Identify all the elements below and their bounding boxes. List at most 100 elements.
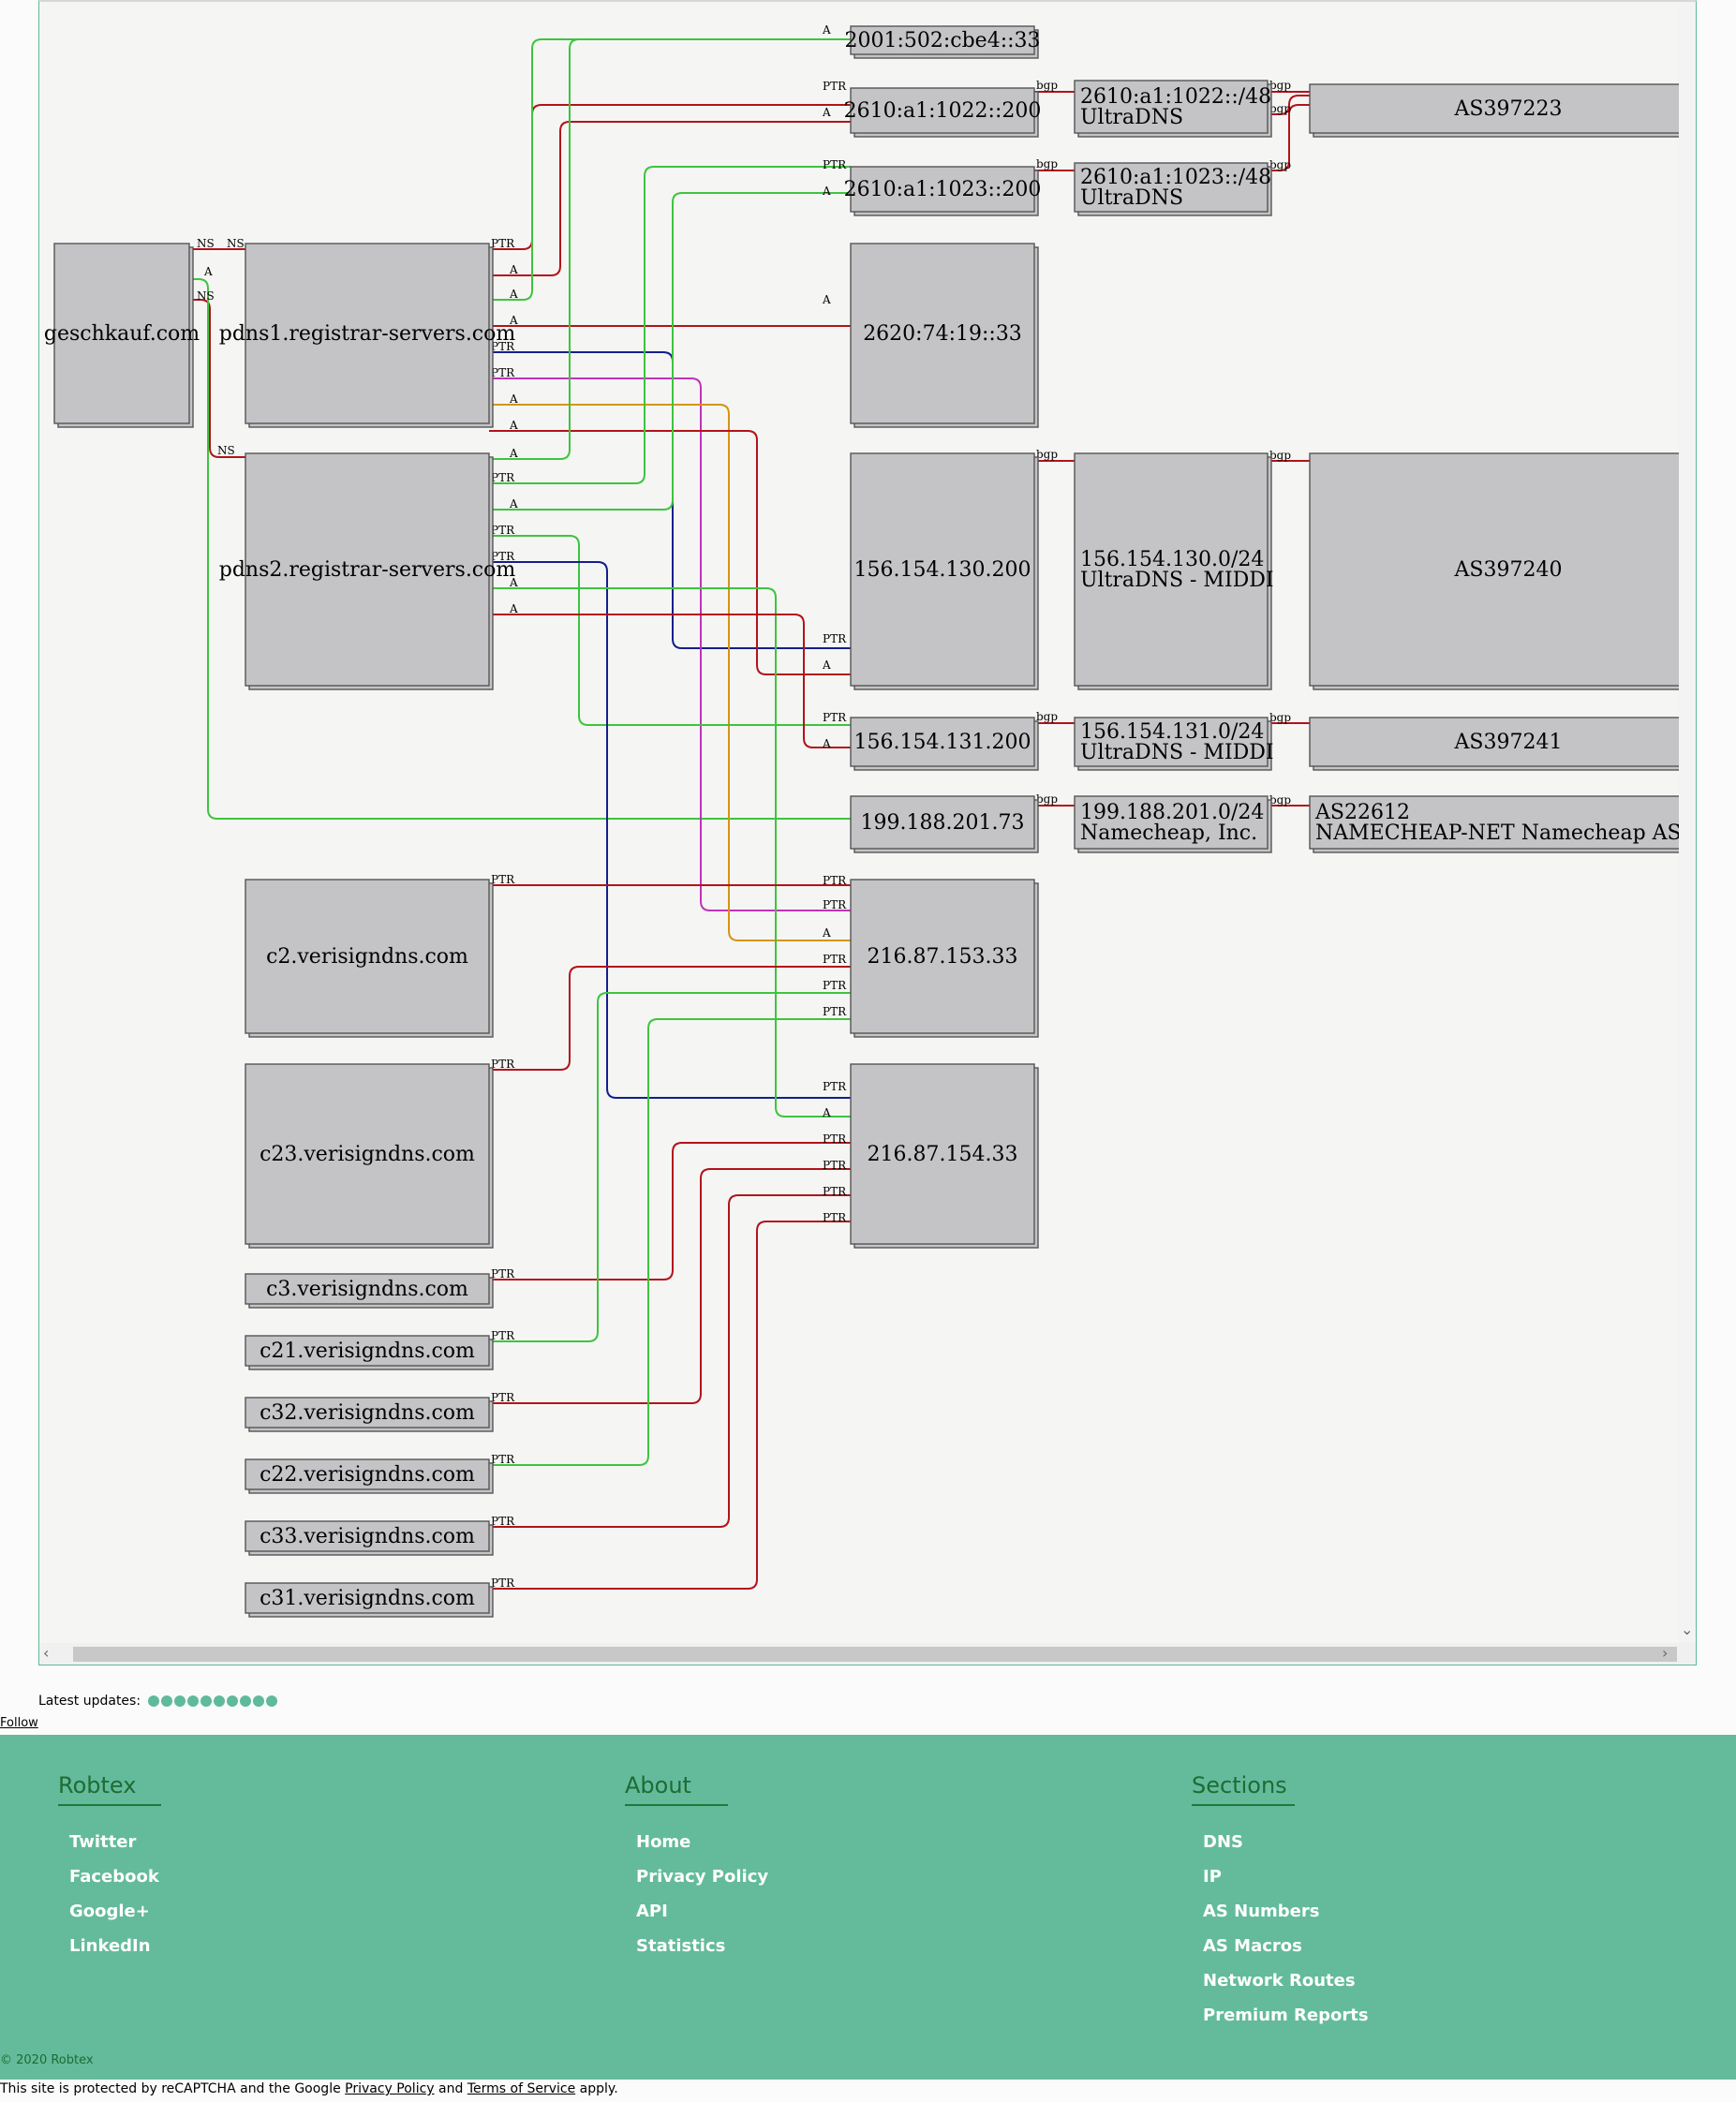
- node-label: UltraDNS - MIDDI: [1080, 569, 1274, 592]
- node-ip-156-130[interactable]: 156.154.130.200: [850, 452, 1039, 690]
- scroll-down-icon[interactable]: ⌄: [1681, 1621, 1694, 1638]
- footer-link-api[interactable]: API: [636, 1902, 668, 1921]
- scrollbar-thumb[interactable]: [73, 1647, 1677, 1662]
- node-pdns1[interactable]: pdns1.registrar-servers.com: [219, 243, 516, 428]
- node-ip-2610-1023[interactable]: 2610:a1:1023::200: [844, 166, 1042, 216]
- footer-link-privacy[interactable]: Privacy Policy: [636, 1867, 769, 1887]
- node-as-397240[interactable]: AS397240: [1309, 452, 1697, 690]
- update-dot[interactable]: [148, 1695, 160, 1707]
- footer-link-premium-reports[interactable]: Premium Reports: [1203, 2006, 1369, 2025]
- node-label: c31.verisigndns.com: [260, 1587, 475, 1610]
- edge-a-2610-1023: [489, 192, 851, 511]
- node-c22[interactable]: c22.verisigndns.com: [245, 1458, 494, 1494]
- node-c2[interactable]: c2.verisigndns.com: [245, 879, 494, 1038]
- node-label: c21.verisigndns.com: [260, 1340, 475, 1363]
- footer-link-home[interactable]: Home: [636, 1832, 691, 1852]
- node-pdns2[interactable]: pdns2.registrar-servers.com: [219, 452, 516, 690]
- edge-label-a: A: [822, 23, 831, 37]
- footer-link-statistics[interactable]: Statistics: [636, 1936, 726, 1956]
- footer-column-sections: Sections DNS IP AS Numbers AS Macros Net…: [1192, 1772, 1369, 2040]
- footer-link-linkedin[interactable]: LinkedIn: [69, 1936, 151, 1956]
- footer-link-ip[interactable]: IP: [1203, 1867, 1222, 1887]
- node-label: AS22612: [1314, 801, 1410, 824]
- edge-bgp: [1268, 104, 1310, 171]
- update-dot[interactable]: [240, 1695, 252, 1707]
- recaptcha-notice: This site is protected by reCAPTCHA and …: [0, 2081, 618, 2096]
- footer-link-as-macros[interactable]: AS Macros: [1203, 1936, 1302, 1956]
- footer-link-dns[interactable]: DNS: [1203, 1832, 1243, 1852]
- node-c3[interactable]: c3.verisigndns.com: [245, 1273, 494, 1309]
- latest-updates: Latest updates:: [38, 1694, 279, 1709]
- node-label: 2610:a1:1022::200: [844, 99, 1042, 123]
- node-c32[interactable]: c32.verisigndns.com: [245, 1397, 494, 1432]
- edge-label-ns: NS: [197, 289, 215, 303]
- node-ip-216-153[interactable]: 216.87.153.33: [850, 879, 1039, 1038]
- horizontal-scrollbar[interactable]: ‹ ›: [39, 1643, 1696, 1665]
- edge-label-ptr: PTR: [823, 1132, 847, 1146]
- node-c21[interactable]: c21.verisigndns.com: [245, 1335, 494, 1370]
- footer-divider: [0, 2076, 1736, 2078]
- node-label: 199.188.201.0/24: [1080, 801, 1264, 824]
- latest-updates-label: Latest updates:: [38, 1694, 141, 1709]
- node-box: [245, 452, 490, 687]
- node-ip-156-131[interactable]: 156.154.131.200: [850, 717, 1039, 771]
- edge-label-bgp: bgp: [1036, 792, 1058, 806]
- privacy-policy-link[interactable]: Privacy Policy: [345, 2081, 435, 2096]
- scroll-right-icon[interactable]: ›: [1662, 1644, 1669, 1662]
- node-ip-2001[interactable]: 2001:502:cbe4::33: [844, 25, 1041, 59]
- follow-link[interactable]: Follow: [0, 1716, 38, 1730]
- footer-link-network-routes[interactable]: Network Routes: [1203, 1971, 1356, 1991]
- update-dot[interactable]: [187, 1695, 200, 1707]
- edge-label-bgp: bgp: [1036, 79, 1058, 92]
- edge-label-ptr: PTR: [491, 1576, 515, 1590]
- node-ip-2610-1022[interactable]: 2610:a1:1022::200: [844, 87, 1042, 138]
- terms-of-service-link[interactable]: Terms of Service: [467, 2081, 576, 2096]
- update-dot[interactable]: [227, 1695, 239, 1707]
- update-dot[interactable]: [161, 1695, 173, 1707]
- edge-a-156-130: [489, 430, 851, 675]
- recaptcha-and: and: [438, 2081, 464, 2096]
- node-box: [245, 1063, 490, 1245]
- footer-link-as-numbers[interactable]: AS Numbers: [1203, 1902, 1320, 1921]
- node-label: UltraDNS: [1080, 186, 1183, 210]
- update-dot[interactable]: [214, 1695, 226, 1707]
- node-ip-199[interactable]: 199.188.201.73: [850, 795, 1039, 853]
- edge-label-ptr: PTR: [491, 1267, 515, 1280]
- node-ip-2620[interactable]: 2620:74:19::33: [850, 243, 1039, 428]
- vertical-scrollbar[interactable]: ⌄: [1679, 2, 1696, 1643]
- edge-label-ptr: PTR: [491, 471, 515, 484]
- edge-ptr-216-153a: [489, 377, 851, 911]
- edge-label-ptr: PTR: [491, 1329, 515, 1342]
- footer-link-facebook[interactable]: Facebook: [69, 1867, 159, 1887]
- node-c33[interactable]: c33.verisigndns.com: [245, 1520, 494, 1556]
- update-dot[interactable]: [266, 1695, 278, 1707]
- edge-label-a: A: [509, 497, 518, 511]
- footer-column-about: About Home Privacy Policy API Statistics: [625, 1772, 768, 1971]
- update-dot[interactable]: [174, 1695, 186, 1707]
- edge-a-156-131: [489, 614, 851, 748]
- node-geschkauf[interactable]: geschkauf.com: [44, 243, 200, 428]
- node-c31[interactable]: c31.verisigndns.com: [245, 1582, 494, 1618]
- edge-bgp: [1268, 95, 1310, 115]
- node-box: [850, 87, 1035, 134]
- scroll-left-icon[interactable]: ‹: [43, 1644, 50, 1662]
- node-ip-216-154[interactable]: 216.87.154.33: [850, 1063, 1039, 1249]
- node-c23[interactable]: c23.verisigndns.com: [245, 1063, 494, 1249]
- node-as-397223[interactable]: AS397223: [1309, 83, 1697, 138]
- node-as-397241[interactable]: AS397241: [1309, 717, 1697, 771]
- edge-label-a: A: [822, 106, 831, 119]
- footer-link-googleplus[interactable]: Google+: [69, 1902, 150, 1921]
- node-box: [850, 717, 1035, 767]
- update-dot[interactable]: [200, 1695, 213, 1707]
- edge-label-bgp: bgp: [1036, 710, 1058, 723]
- edge-label-a: A: [822, 185, 831, 198]
- update-dot[interactable]: [253, 1695, 265, 1707]
- footer-link-twitter[interactable]: Twitter: [69, 1832, 137, 1852]
